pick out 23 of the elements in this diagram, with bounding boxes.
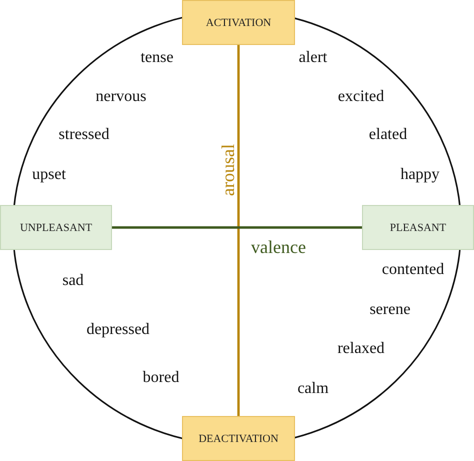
pole-box: DEACTIVATION (182, 416, 295, 461)
emotion-label: relaxed (337, 341, 385, 357)
emotion-label: tense (140, 50, 174, 66)
edge-label: valence (250, 238, 307, 256)
emotion-label: elated (368, 127, 408, 143)
emotion-label: calm (297, 381, 329, 397)
emotion-label: excited (338, 89, 384, 105)
pole-box: ACTIVATION (182, 0, 295, 45)
emotion-label: sad (62, 273, 84, 289)
emotion-label: happy (400, 167, 440, 183)
emotion-label: nervous (96, 89, 146, 105)
pole-box: PLEASANT (362, 205, 474, 250)
axis-line (112, 226, 362, 229)
emotion-label: upset (32, 167, 66, 183)
emotion-label: contented (382, 262, 444, 278)
edge-label: arousal (219, 143, 237, 197)
emotion-label: alert (298, 50, 328, 66)
axis-line (237, 45, 240, 416)
emotion-label: bored (142, 370, 180, 386)
emotion-label: stressed (58, 127, 110, 143)
emotion-label: depressed (86, 322, 150, 338)
pole-box: UNPLEASANT (0, 205, 112, 250)
emotion-label: serene (370, 302, 410, 318)
